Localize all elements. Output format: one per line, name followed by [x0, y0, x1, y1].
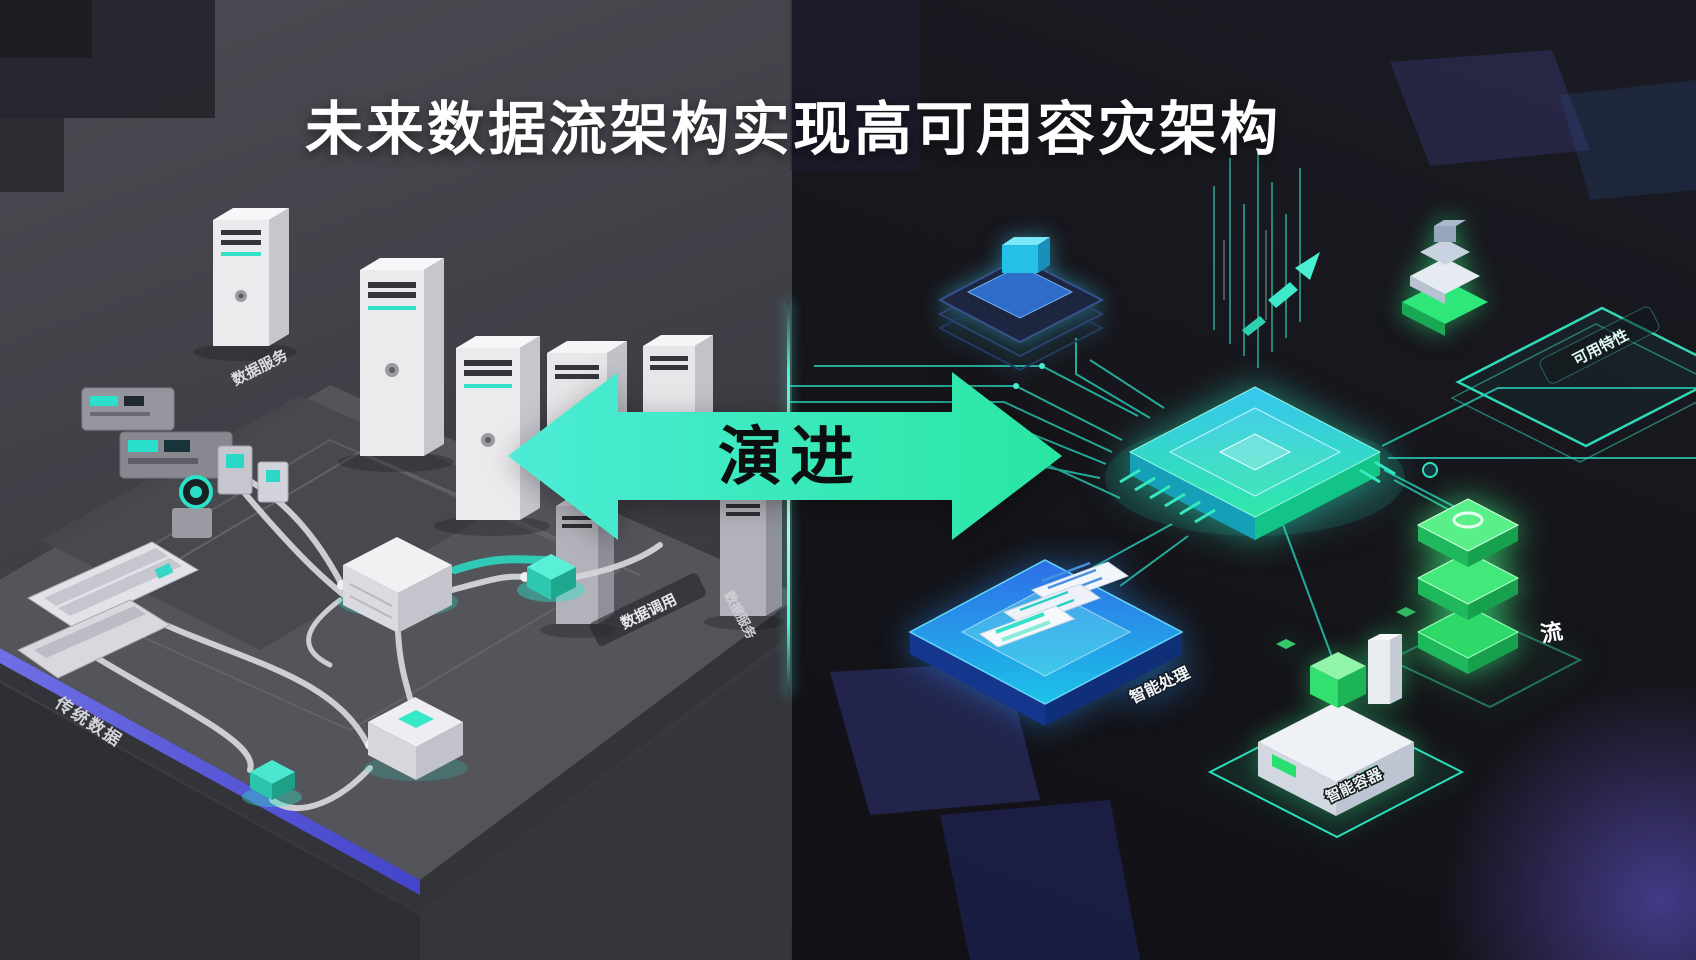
blue-chip-node-icon	[937, 237, 1105, 372]
smart-chip-icon	[1105, 386, 1405, 540]
floor-shadow	[420, 642, 790, 960]
floor-shadow	[0, 683, 430, 960]
modern-architecture-scene: 可用特性	[790, 0, 1696, 960]
availability-stack-icon	[1402, 220, 1488, 336]
keyboard-icon	[16, 599, 172, 679]
database-stack-icon	[1387, 498, 1583, 709]
server-tower-icon	[360, 258, 444, 456]
teal-cube-icon	[517, 554, 585, 602]
keyboard-icon	[26, 541, 200, 629]
server-tower-icon	[456, 336, 540, 520]
status-ring-icon	[179, 475, 213, 509]
chip-pins	[1119, 460, 1396, 524]
mini-rack-icon	[81, 387, 233, 479]
edge-glyph: 流	[1539, 618, 1565, 646]
panel-divider-line	[787, 300, 790, 695]
document-stack-icon	[978, 561, 1130, 648]
data-pipe-glow	[451, 555, 552, 574]
background-shape	[790, 0, 1696, 960]
glow-edge-stripe	[0, 648, 420, 895]
server-tower-icon	[547, 341, 627, 471]
storage-box-icon	[364, 697, 468, 781]
server-tower-icon	[556, 496, 614, 624]
legacy-architecture-scene: 数据服务 数据调用 传统数据 数据服务	[0, 208, 790, 960]
container-device-icon: 智能容器	[1207, 607, 1465, 839]
light-rays	[1213, 148, 1301, 368]
server-tower-icon	[643, 335, 713, 438]
teal-cube-icon	[242, 760, 302, 807]
page-title: 未来数据流架构实现高可用容灾架构	[304, 97, 1281, 162]
server-tower-icon	[213, 208, 289, 346]
storage-box-icon	[338, 537, 458, 633]
device-column-icon	[172, 445, 289, 538]
availability-platform: 可用特性	[1450, 306, 1696, 463]
cable	[57, 449, 663, 811]
flying-shards-icon	[1242, 252, 1320, 336]
